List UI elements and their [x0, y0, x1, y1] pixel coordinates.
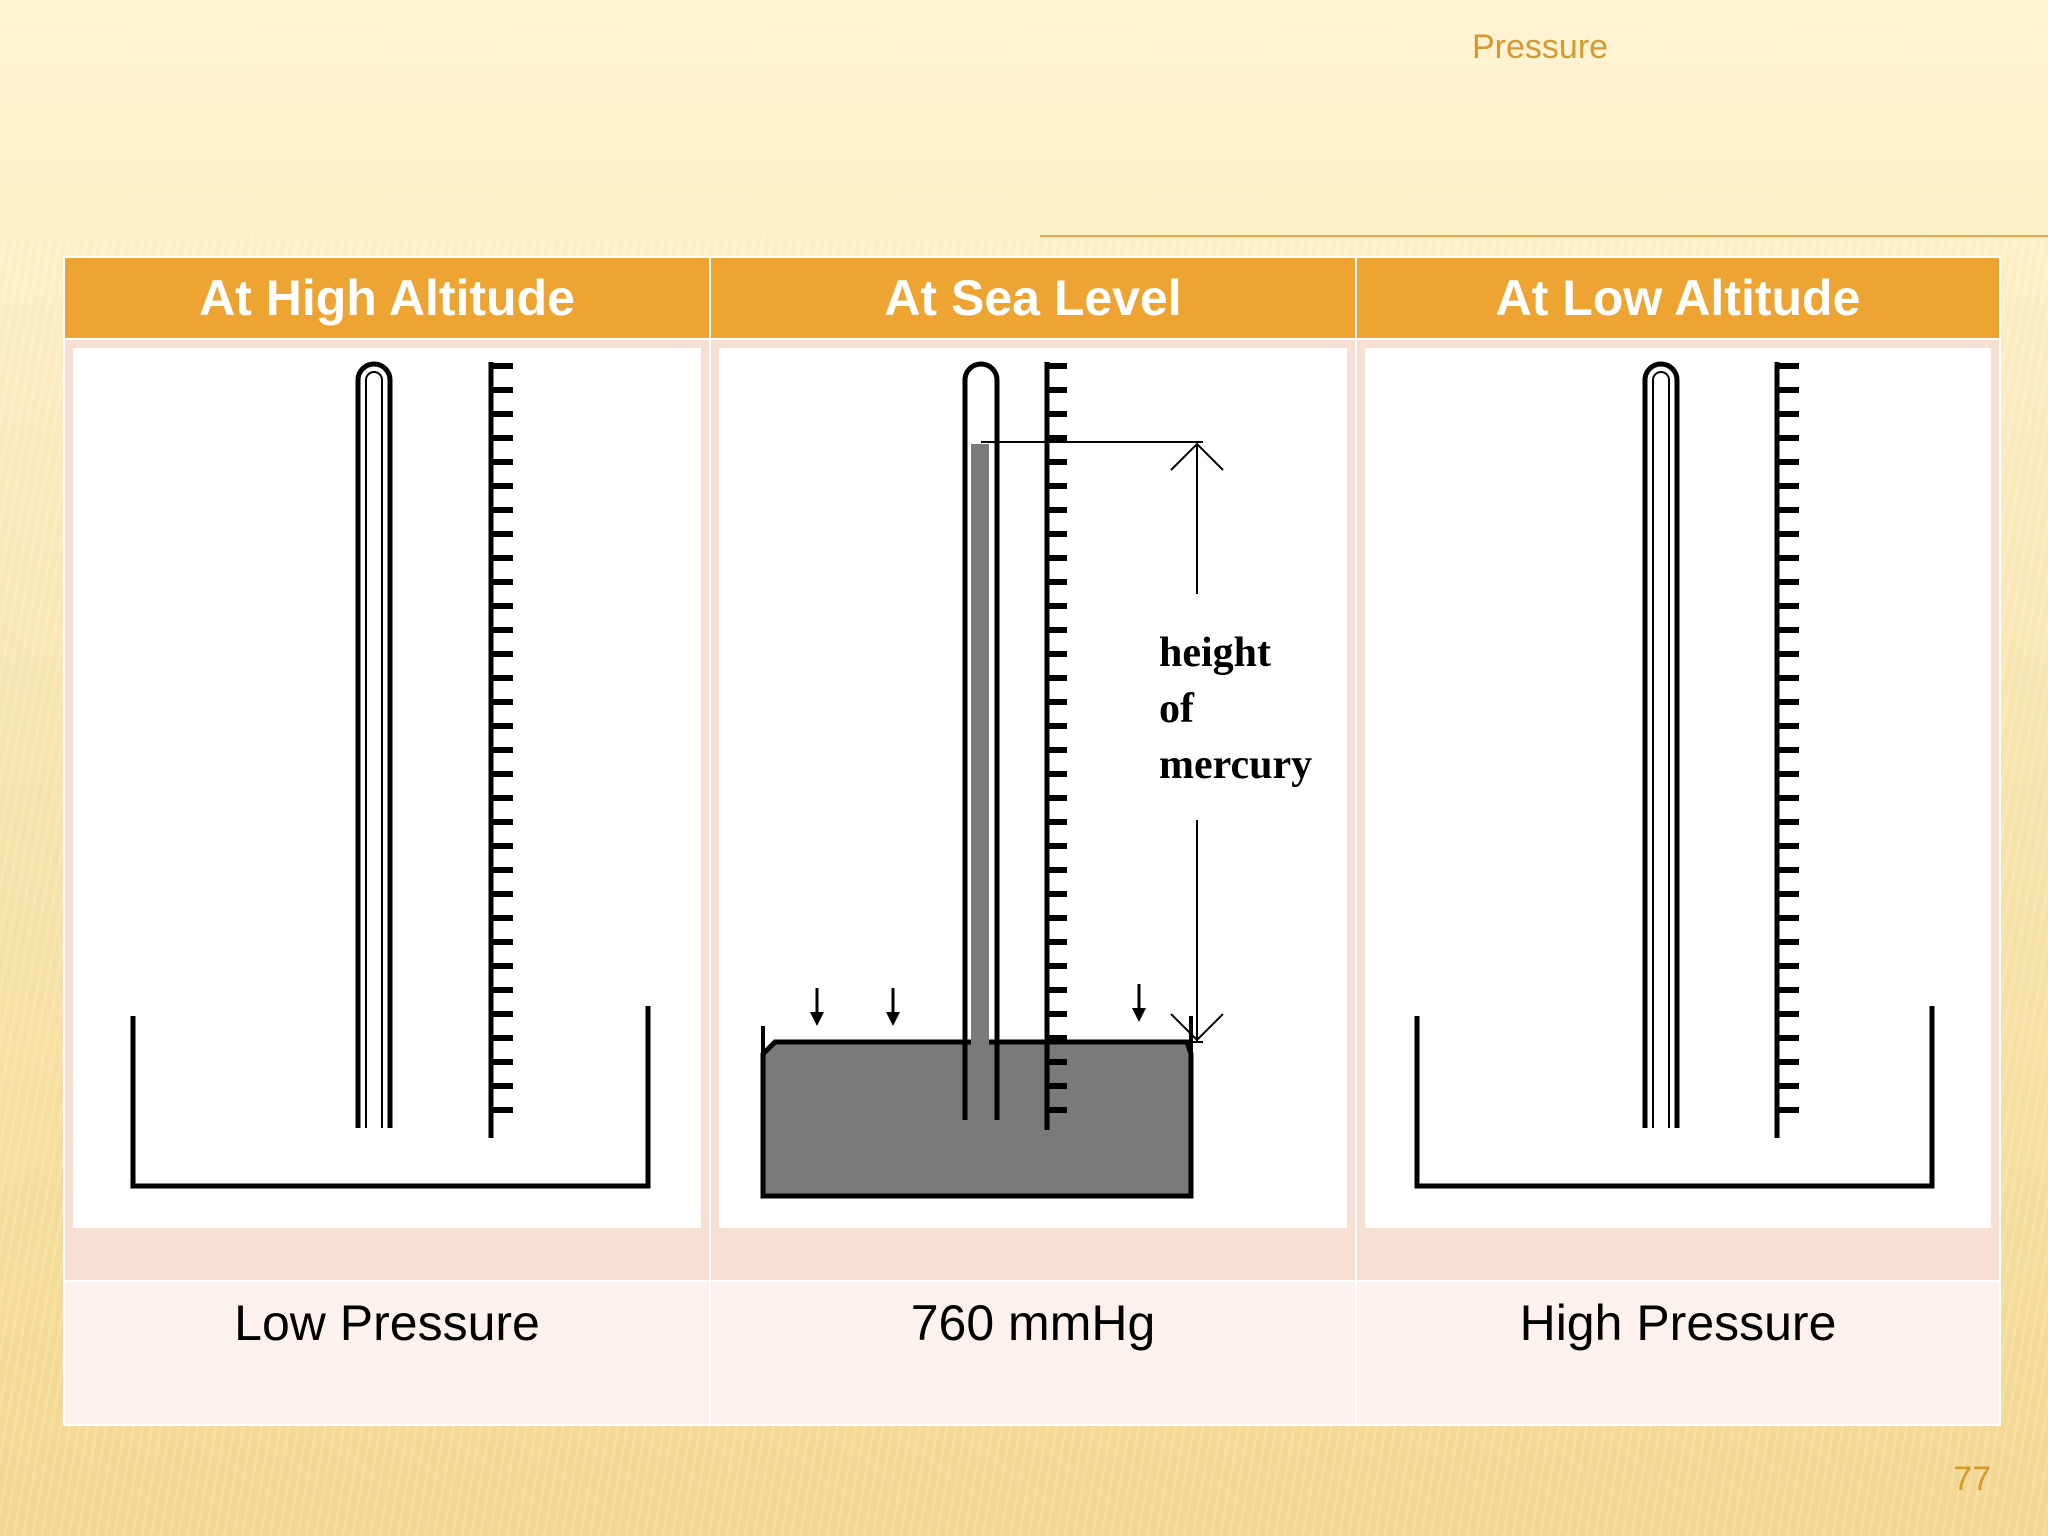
barometer-mercury-diagram: height of mercury: [719, 348, 1347, 1228]
scale-ticks-left: [491, 363, 513, 1113]
air-pressure-arrows: [810, 984, 1146, 1026]
scale-ticks-right: [1777, 363, 1799, 1113]
barometer-comparison-table: At High Altitude At Sea Level At Low Alt…: [63, 256, 2001, 1426]
slide-header-band: [0, 0, 2048, 236]
annotation-height: height: [1159, 630, 1271, 676]
slide-number: 77: [1953, 1460, 1991, 1498]
header-high-altitude: At High Altitude: [65, 258, 709, 338]
scale-ticks-center: [1047, 363, 1067, 1113]
header-sea-level: At Sea Level: [711, 258, 1355, 338]
header-low-altitude: At Low Altitude: [1357, 258, 1999, 338]
label-high-pressure: High Pressure: [1357, 1282, 1999, 1424]
image-cell-low-altitude: [1357, 340, 1999, 1280]
barometer-empty-svg-left: [130, 361, 651, 1189]
barometer-empty-svg-right: [1414, 361, 1935, 1189]
slide-title: Pressure: [1472, 28, 1609, 66]
barometer-empty-diagram-right: [1365, 348, 1991, 1228]
barometer-empty-diagram-left: [73, 348, 701, 1228]
label-sea-level-pressure: 760 mmHg: [711, 1282, 1355, 1424]
mercury-column: [971, 444, 989, 1120]
header-rule: [1040, 235, 2048, 237]
image-cell-sea-level: height of mercury: [711, 340, 1355, 1280]
image-cell-high-altitude: [65, 340, 709, 1280]
annotation-of: of: [1159, 686, 1195, 732]
annotation-mercury: mercury: [1159, 742, 1312, 788]
label-low-pressure: Low Pressure: [65, 1282, 709, 1424]
barometer-mercury-svg: height of mercury: [760, 361, 1312, 1199]
